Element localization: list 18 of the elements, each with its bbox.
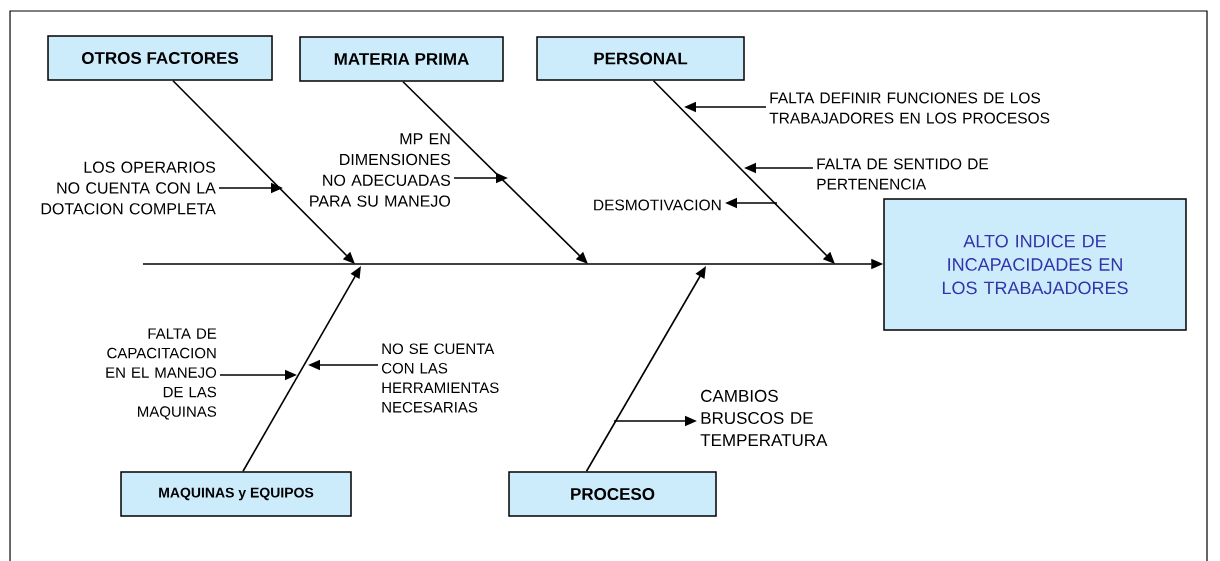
arrow [172, 79, 355, 264]
cause-text: NO SE CUENTA CON LAS HERRAMIENTAS NECESARIAS [382, 343, 499, 413]
cause-text: MP EN DIMENSIONES NO ADECUADAS PARA SU MANEJO [310, 133, 451, 207]
cause-text: LOS OPERARIOS NO CUENTA CON LA DOTACION COMPLETA [41, 161, 216, 215]
cause-text: FALTA DEFINIR FUNCIONES DE LOS TRABAJADORES EN LOS PROCESOS [769, 92, 1050, 124]
effect-box: ALTO INDICE DE INCAPACIDADES EN LOS TRABAJADORES [883, 198, 1187, 331]
cause-text: FALTA DE CAPACITACION EN EL MANEJO DE LAS MAQUINAS [106, 328, 217, 420]
cause-text: DESMOTIVACION [594, 199, 721, 211]
cause-text: FALTA DE SENTIDO DE PERTENENCIA [817, 158, 989, 190]
cause-text: CAMBIOS BRUSCOS DE TEMPERATURA [700, 389, 828, 447]
arrow [652, 79, 835, 264]
category-box: PERSONAL [536, 36, 745, 81]
category-box: MATERIA PRIMA [299, 36, 504, 82]
category-box: PROCESO [508, 471, 717, 517]
arrow [585, 266, 706, 473]
arrow [402, 80, 588, 264]
category-box: OTROS FACTORES [47, 35, 273, 81]
category-box: MAQUINAS y EQUIPOS [120, 471, 352, 517]
